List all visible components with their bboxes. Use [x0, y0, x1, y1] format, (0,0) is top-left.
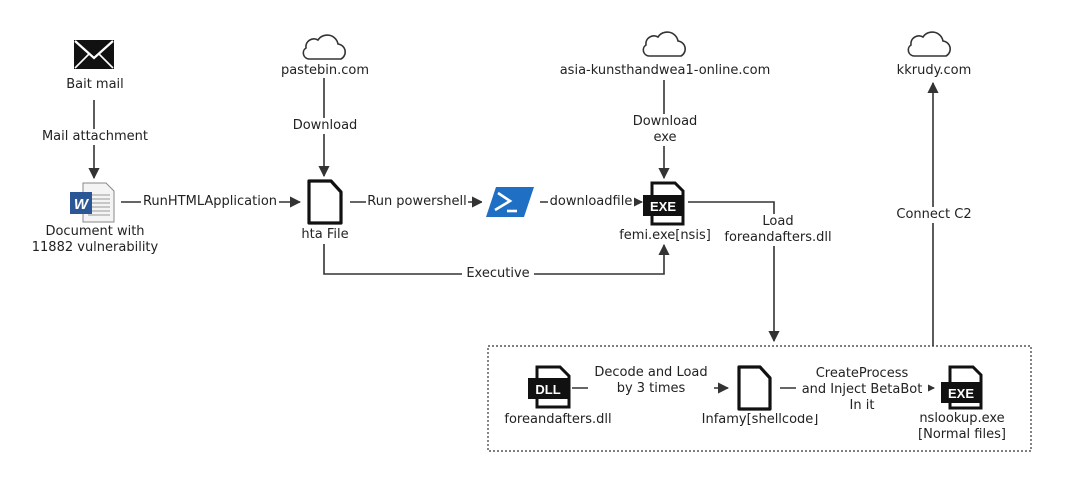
edge-label-connect-c2: Connect C2: [888, 207, 980, 223]
svg-text:EXE: EXE: [948, 386, 974, 401]
edge-label-download: Download: [282, 118, 368, 134]
svg-text:DLL: DLL: [535, 382, 560, 397]
envelope-icon: [74, 40, 114, 69]
edge-label-download-exe: Download exe: [624, 114, 706, 146]
edge-load-dll: [688, 201, 780, 343]
cloud-icon: [302, 34, 346, 60]
node-label-infamy: Infamy[shellcode]: [701, 412, 819, 427]
exe-file-icon: EXE: [941, 365, 983, 410]
edge-label-downloadfile: downloadfile: [548, 194, 634, 210]
edge-label-run-html-application: RunHTMLApplication: [141, 194, 279, 210]
dll-file-icon: DLL: [528, 365, 571, 409]
edge-label-mail-attachment: Mail attachment: [35, 129, 155, 145]
edge-label-executive: Executive: [462, 266, 534, 282]
svg-text:W: W: [74, 196, 90, 213]
svg-text:EXE: EXE: [650, 199, 676, 214]
edge-label-load-dll: Load foreandafters.dll: [716, 214, 840, 246]
node-label-pastebin: pastebin.com: [280, 63, 370, 78]
file-icon: [737, 365, 772, 411]
node-label-asia-domain: asia-kunsthandwea1-online.com: [559, 63, 771, 78]
node-label-kkrudy: kkrudy.com: [896, 63, 972, 78]
word-document-icon: W: [70, 182, 115, 223]
node-label-foreandafters: foreandafters.dll: [504, 412, 612, 427]
edge-label-create-process: CreateProcess and Inject BetaBot In it: [796, 366, 928, 414]
node-label-bait-mail: Bait mail: [66, 77, 124, 92]
powershell-icon: [482, 182, 540, 222]
edge-label-decode-load: Decode and Load by 3 times: [588, 365, 714, 397]
node-label-hta-file: hta File: [301, 227, 349, 242]
cloud-icon: [907, 31, 951, 57]
exe-file-icon: EXE: [643, 181, 685, 226]
edge-label-run-powershell: Run powershell: [366, 194, 468, 210]
file-icon: [307, 179, 343, 225]
node-label-document: Document with 11882 vulnerability: [31, 224, 159, 255]
node-label-femi: femi.exe[nsis]: [619, 228, 711, 243]
cloud-icon: [642, 31, 686, 57]
node-label-nslookup: nslookup.exe [Normal files]: [918, 411, 1006, 442]
